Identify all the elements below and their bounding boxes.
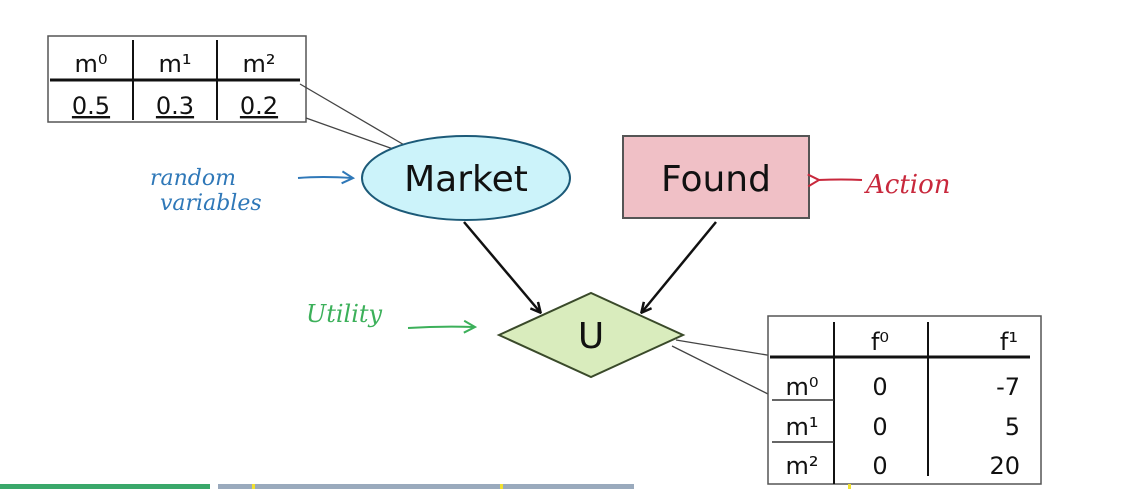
progress-marker [500,484,503,489]
prior-header-m0: m⁰ [75,50,108,78]
prior-callout-line [299,83,407,147]
utility-cell-m1-f0: 0 [872,413,887,441]
progress-strip-green [0,484,210,489]
prior-value-m1: 0.3 [156,92,194,120]
prior-header-m1: m¹ [159,50,192,78]
annotation-utility: Utility [306,300,474,328]
utility-callout-line [675,339,774,357]
utility-node: U [496,291,686,379]
utility-row-label-m0: m⁰ [786,373,819,401]
market-prior-table: m⁰ m¹ m² 0.5 0.3 0.2 [47,35,307,123]
utility-callout-line [671,345,773,397]
market-node: Market [361,135,571,221]
annotation-action: Action [818,170,951,200]
edge-found-utility [642,221,717,312]
prior-value-m0: 0.5 [72,92,110,120]
annotation-random-text: random [150,166,236,191]
annotation-arrow-blue [297,177,352,178]
utility-row-label-m2: m² [786,452,819,480]
utility-cell-m0-f0: 0 [872,373,887,401]
annotation-arrow-red [818,180,863,181]
market-label: Market [404,159,528,200]
utility-label: U [578,316,604,357]
progress-strip-grey [218,484,634,489]
utility-col-f1: f¹ [1000,328,1018,356]
utility-row-label-m1: m¹ [786,413,819,441]
utility-table: f⁰ f¹ m⁰ 0 -7 m¹ 0 5 m² 0 20 [767,315,1042,485]
utility-col-f0: f⁰ [871,328,889,356]
annotation-action-text: Action [864,170,951,200]
prior-value-m2: 0.2 [240,92,278,120]
utility-cell-m1-f1: 5 [1005,413,1020,441]
progress-marker [252,484,255,489]
annotation-random-variables: random variables [150,166,352,216]
annotation-arrow-green [407,327,474,328]
prior-callout-line [305,117,397,151]
annotation-utility-text: Utility [306,300,383,328]
edge-market-utility [463,221,540,312]
progress-marker [848,484,851,489]
found-node: Found [622,135,810,219]
utility-cell-m0-f1: -7 [996,373,1020,401]
prior-header-m2: m² [243,50,276,78]
annotation-variables-text: variables [160,191,262,216]
found-label: Found [661,159,771,200]
utility-cell-m2-f1: 20 [989,452,1020,480]
utility-cell-m2-f0: 0 [872,452,887,480]
